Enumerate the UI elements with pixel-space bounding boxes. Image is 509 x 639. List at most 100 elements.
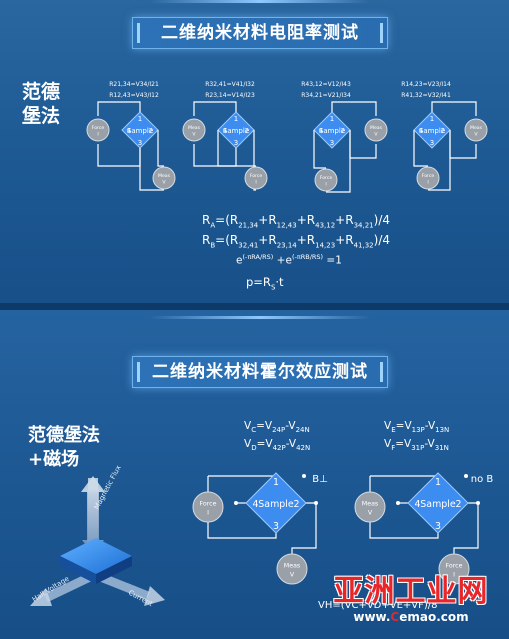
hall-eq-vc: VC=V24P-V24N (244, 420, 310, 435)
terminal-dot (396, 501, 400, 505)
hall-sample-diamond-port-1: 1 (273, 477, 279, 488)
sample-diamond-port-1: 1 (430, 115, 434, 123)
left-instrument-label: I (97, 132, 98, 138)
hall-panel: 二维纳米材料霍尔效应测试 范德堡法 +磁场 Magnetic Flux Hall… (0, 310, 509, 639)
left-instrument-label: V (192, 132, 196, 138)
hall-sample-diamond (407, 472, 469, 534)
wire-bottom-2 (326, 130, 351, 193)
bottom-instrument (152, 166, 176, 190)
sample-diamond-label: Sample (127, 127, 153, 135)
config-eq2: R23,14=V14/I23 (205, 92, 255, 99)
sample-diamond-port-2: 2 (341, 127, 345, 135)
sample-diamond-port-2: 2 (441, 127, 445, 135)
right-instrument-label: Meas (470, 125, 483, 131)
bottom-instrument-label: Meas (158, 173, 171, 179)
wire-bottom-2 (253, 130, 256, 191)
sample-diamond-port-2: 2 (245, 127, 249, 135)
wire-right-top (431, 101, 477, 116)
hall-3d-illustration: Magnetic Flux Hall Voltage Current (30, 464, 165, 608)
sample-slab-right (96, 556, 132, 584)
vdp-config-2: R32,41=V41/I32R23,14=V14/I23Sample1234Me… (182, 81, 268, 191)
config-eq1: R21,34=V34/I21 (109, 81, 159, 88)
sample-diamond-label: Sample (419, 127, 445, 135)
hall-sample-diamond-label: Sample (258, 499, 294, 510)
hall-eq-vf: VF=V31P-V31N (384, 438, 449, 453)
hall-voltage-arrow (44, 572, 94, 602)
config-eq2: R41,32=V32/I41 (401, 92, 451, 99)
config-eq2: R34,21=V21/I34 (301, 92, 351, 99)
hall-sample-diamond-port-4: 4 (414, 499, 420, 510)
hall-voltage-equation: VH=(VC+VD+VE+VF)/8 (318, 600, 438, 611)
formula-ra: RA=(R21,34+R12,43+R43,12+R34,21)/4 (202, 213, 390, 230)
sample-diamond-port-3: 3 (330, 139, 334, 147)
config-eq1: R14,23=V23/I14 (401, 81, 451, 88)
sample-diamond-port-4: 4 (419, 127, 424, 135)
title-glow-line (150, 316, 370, 319)
hall-left-instrument-label: V (368, 510, 373, 517)
sample-diamond-port-3: 3 (430, 139, 434, 147)
sample-diamond-port-3: 3 (138, 139, 142, 147)
left-instrument-label: Meas (188, 125, 201, 131)
bottom-instrument-label: Force (250, 173, 263, 179)
hall-sample-diamond-port-3: 3 (273, 521, 279, 532)
hall-sample-diamond-port-2: 2 (456, 499, 462, 510)
vdp-magnetic-label: 范德堡法 +磁场 (28, 425, 100, 470)
hall-sample-diamond-port-2: 2 (294, 499, 300, 510)
hall-left-instrument-label: I (207, 510, 209, 517)
hall-left-instrument (192, 491, 224, 523)
hall-wire-top (370, 473, 439, 477)
watermark-title: 亚洲工业网 (333, 574, 489, 609)
van-der-pauw-label: 范德 堡法 (22, 81, 61, 127)
hall-left-instrument (354, 491, 386, 523)
config-eq1: R43,12=V12/I43 (301, 81, 351, 88)
wire-bottom (413, 130, 428, 167)
hall-bottom-instrument-label: I (453, 572, 455, 579)
hall-sample-diamond-port-1: 1 (435, 477, 441, 488)
terminal-dot (234, 501, 238, 505)
bottom-instrument-label: V (162, 180, 166, 186)
hall-voltage-arrowhead (30, 588, 52, 606)
right-instrument (364, 118, 388, 142)
sample-diamond-port-1: 1 (138, 115, 142, 123)
magnetic-field-indicator: no B (471, 474, 494, 485)
sample-diamond-port-3: 3 (234, 139, 238, 147)
sample-diamond (413, 111, 451, 149)
wire-left-bottom (193, 144, 237, 167)
bottom-instrument (244, 166, 268, 190)
left-instrument (182, 118, 206, 142)
hall-sample-diamond (245, 472, 307, 534)
config-eq2: R12,43=V43/I12 (109, 92, 159, 99)
watermark: 亚洲工业网 www.Cemao.com (318, 574, 504, 636)
formula-rb: RB=(R32,41+R23,14+R14,23+R41,32)/4 (202, 233, 391, 250)
left-instrument-label: Force (92, 125, 105, 131)
watermark-url: www.Cemao.com (353, 610, 469, 624)
current-arrow (96, 572, 150, 600)
current-arrowhead (144, 586, 165, 606)
right-instrument-label: V (474, 132, 478, 138)
hall-bottom-instrument-label: Meas (284, 563, 300, 570)
wire-left-top (97, 101, 141, 116)
terminal-dot (476, 501, 480, 505)
wire-bottom-2 (139, 148, 164, 191)
wire-bottom (217, 130, 256, 167)
bottom-instrument (314, 168, 338, 192)
section-divider (0, 303, 509, 312)
hall-sample-diamond-port-3: 3 (435, 521, 441, 532)
bottom-instrument-label: I (427, 180, 428, 186)
right-instrument (464, 118, 488, 142)
hall-diagram: Magnetic Flux Hall Voltage Current Sampl… (30, 464, 494, 608)
hall-eq-ve: VE=V13P-V13N (384, 420, 450, 435)
vdp-diagram-row: R21,34=V34/I21R12,43=V43/I12Sample1234Fo… (86, 81, 488, 193)
sample-diamond-port-4: 4 (319, 127, 324, 135)
wire-left-bottom (97, 144, 141, 167)
magnetic-field-indicator: B⊥ (312, 474, 328, 485)
terminal-dot (302, 474, 306, 478)
sample-diamond-label: Sample (223, 127, 249, 135)
wire-right-top (331, 101, 377, 116)
bottom-instrument-label: I (255, 180, 256, 186)
sample-diamond-port-2: 2 (149, 127, 153, 135)
hall-left-instrument-label: Meas (362, 501, 378, 508)
hall-left-instrument-label: Force (199, 501, 216, 508)
